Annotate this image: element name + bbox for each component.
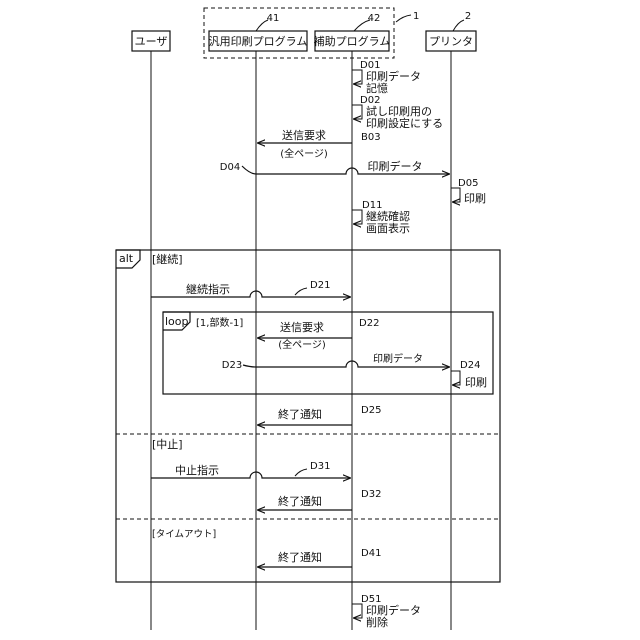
step-d31-label: 中止指示 bbox=[175, 463, 219, 477]
ref-number-1: 1 bbox=[413, 11, 419, 22]
self-arrow-d02 bbox=[352, 105, 362, 119]
arrow-d21 bbox=[151, 291, 350, 297]
ref-number-2: 2 bbox=[465, 11, 471, 22]
leader-2 bbox=[453, 20, 464, 31]
step-d11-line2: 画面表示 bbox=[366, 221, 410, 235]
self-arrow-d01 bbox=[352, 70, 362, 84]
step-d23-id: D23 bbox=[222, 360, 242, 371]
participant-printer: プリンタ bbox=[429, 35, 473, 48]
guard-cancel: [中止] bbox=[152, 438, 183, 451]
step-d24-label: 印刷 bbox=[465, 376, 487, 389]
step-d01-line2: 記憶 bbox=[366, 81, 388, 95]
step-d04-label: 印刷データ bbox=[368, 159, 423, 173]
step-d02-line1: 試し印刷用の bbox=[366, 104, 432, 118]
step-d21-label: 継続指示 bbox=[186, 282, 230, 296]
step-d51-line1: 印刷データ bbox=[366, 603, 421, 617]
step-b03-line2: (全ページ) bbox=[280, 147, 328, 160]
ref-number-42: 42 bbox=[368, 13, 381, 24]
step-d22-id: D22 bbox=[359, 318, 379, 329]
ref-number-41: 41 bbox=[267, 13, 280, 24]
step-d32-label: 終了通知 bbox=[278, 494, 322, 508]
step-d32-id: D32 bbox=[361, 489, 381, 500]
self-arrow-d11 bbox=[352, 210, 362, 224]
loop-frame-tag: loop bbox=[165, 315, 189, 328]
step-d51-line2: 削除 bbox=[366, 615, 388, 629]
step-d02-line2: 印刷設定にする bbox=[366, 116, 443, 130]
step-d24-id: D24 bbox=[460, 360, 480, 371]
step-b03-line1: 送信要求 bbox=[282, 128, 326, 142]
leader-d21 bbox=[295, 288, 307, 295]
step-d21-id: D21 bbox=[310, 280, 330, 291]
participant-general-print-program: 汎用印刷プログラム bbox=[209, 34, 308, 48]
step-d11-line1: 継続確認 bbox=[366, 209, 410, 223]
step-d41-id: D41 bbox=[361, 548, 381, 559]
leader-d31 bbox=[295, 469, 307, 476]
step-d31-id: D31 bbox=[310, 461, 330, 472]
guard-continue: [継続] bbox=[152, 252, 183, 266]
participant-auxiliary-program: 補助プログラム bbox=[314, 34, 391, 48]
step-d25-id: D25 bbox=[361, 405, 381, 416]
step-b03-id: B03 bbox=[361, 132, 381, 143]
self-arrow-d51 bbox=[352, 604, 362, 618]
alt-frame-tag: alt bbox=[119, 252, 134, 265]
step-d41-label: 終了通知 bbox=[278, 550, 322, 564]
step-d05-label: 印刷 bbox=[464, 192, 486, 205]
self-arrow-d05 bbox=[451, 188, 460, 202]
step-d04-id: D04 bbox=[220, 162, 240, 173]
participant-user: ユーザ bbox=[135, 35, 168, 48]
step-d25-label: 終了通知 bbox=[278, 407, 322, 421]
step-d22-line2: (全ページ) bbox=[278, 338, 326, 351]
self-arrow-d24 bbox=[451, 371, 460, 385]
step-d22-line1: 送信要求 bbox=[280, 320, 324, 334]
loop-guard: [1,部数-1] bbox=[196, 316, 243, 329]
step-d01-line1: 印刷データ bbox=[366, 69, 421, 83]
leader-1 bbox=[396, 15, 411, 22]
guard-timeout: [タイムアウト] bbox=[152, 529, 216, 540]
step-d05-id: D05 bbox=[458, 178, 478, 189]
step-d23-label: 印刷データ bbox=[373, 352, 423, 365]
